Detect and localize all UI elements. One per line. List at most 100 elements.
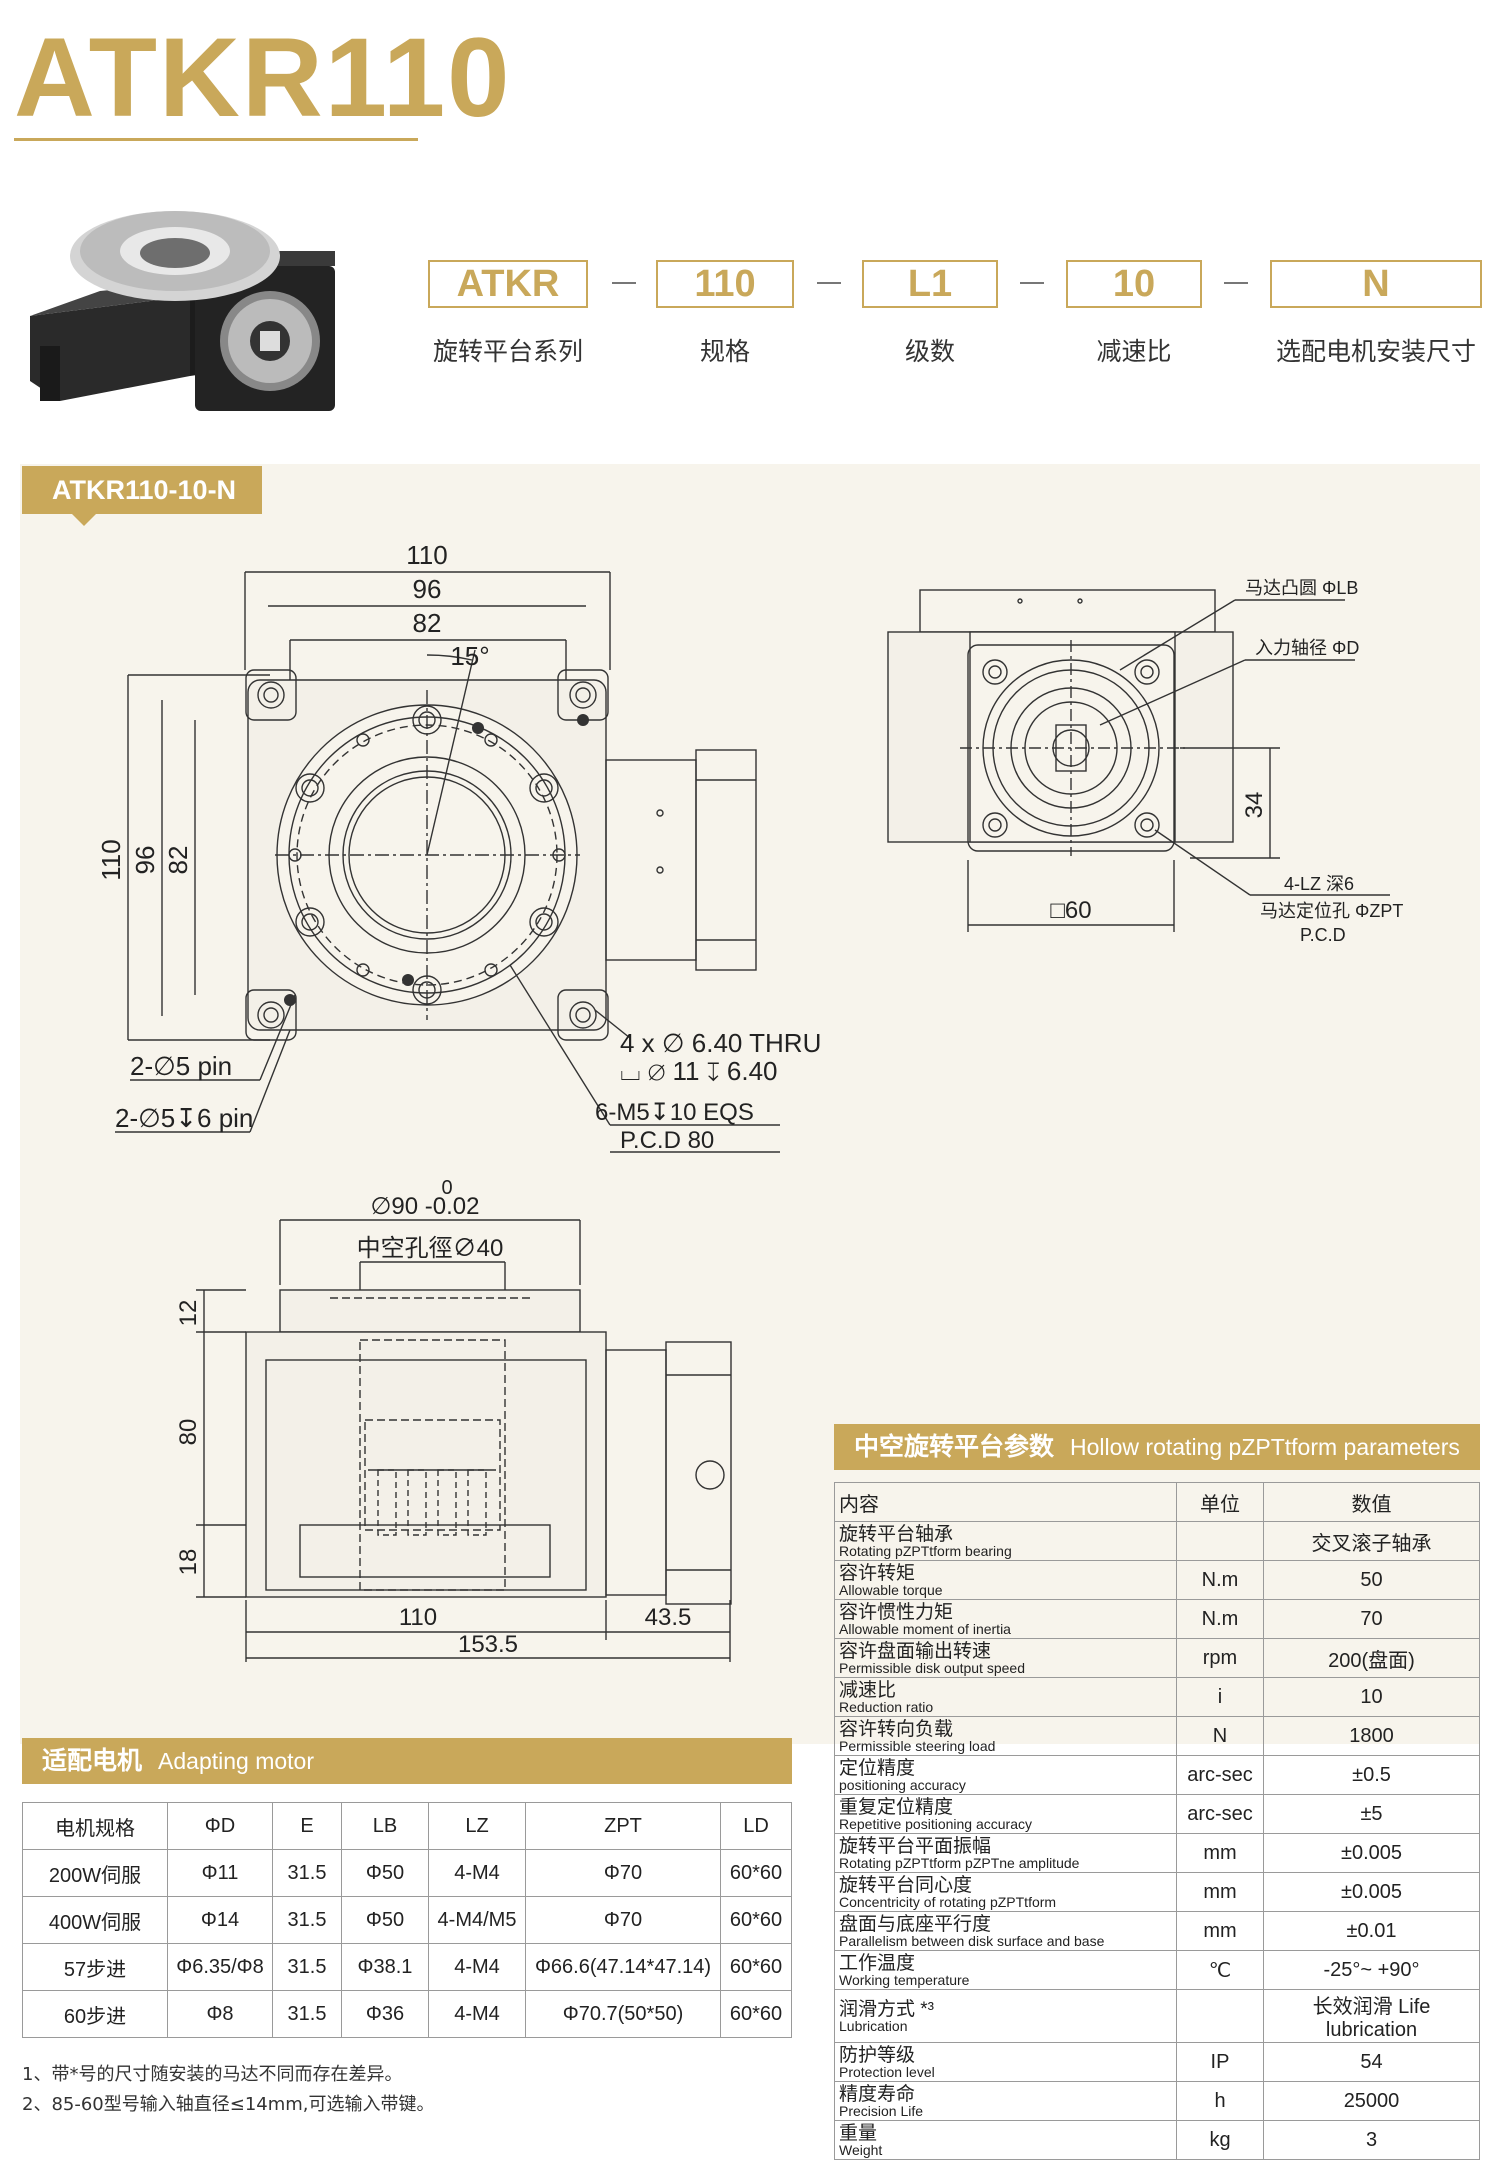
param-value: 长效润滑 Life lubrication xyxy=(1263,1989,1480,2043)
param-en: Allowable torque xyxy=(839,1581,943,1598)
motor-cell: Φ70 xyxy=(525,1896,721,1944)
param-cn: 工作温度 xyxy=(839,1952,916,1974)
code-box-size: 110 xyxy=(656,260,794,308)
dim-153: 153.5 xyxy=(458,1631,518,1658)
param-unit xyxy=(1176,1521,1264,1561)
drawing-tag-notch xyxy=(72,514,96,526)
dim-angle: 15° xyxy=(450,641,489,671)
param-en: Weight xyxy=(839,2141,883,2158)
param-unit: IP xyxy=(1176,2042,1264,2082)
footnote-1: 1、带*号的尺寸随安装的马达不同而存在差异。 xyxy=(22,2064,403,2085)
param-en: Allowable moment of inertia xyxy=(839,1620,1011,1637)
param-en: Precision Life xyxy=(839,2102,924,2119)
motor-cell: 31.5 xyxy=(272,1849,342,1897)
param-unit: h xyxy=(1176,2081,1264,2121)
motor-cell: Φ66.6(47.14*47.14) xyxy=(525,1943,721,1991)
dim-96: 96 xyxy=(413,574,442,604)
param-value: 200(盘面) xyxy=(1263,1638,1480,1678)
param-value: 1800 xyxy=(1263,1716,1480,1756)
params-title-en: Hollow rotating pZPTtform parameters xyxy=(1070,1434,1460,1460)
param-unit: i xyxy=(1176,1677,1264,1717)
param-value: 交叉滚子轴承 xyxy=(1263,1521,1480,1561)
motor-cell: Φ50 xyxy=(341,1896,429,1944)
code-dash xyxy=(817,282,841,284)
param-unit: arc-sec xyxy=(1176,1794,1264,1834)
motor-cell: Φ14 xyxy=(167,1896,273,1944)
motor-cell: 400W伺服 xyxy=(22,1896,168,1944)
code-label-stage: 级数 xyxy=(904,337,955,366)
param-cn: 润滑方式 *³ xyxy=(839,1998,935,2020)
param-cn: 定位精度 xyxy=(839,1757,916,1779)
param-value: ±0.5 xyxy=(1263,1755,1480,1795)
param-cn: 容许惯性力矩 xyxy=(839,1601,954,1623)
param-value: 54 xyxy=(1263,2042,1480,2082)
dim-v-110: 110 xyxy=(96,839,126,880)
param-en: Repetitive positioning accuracy xyxy=(839,1815,1032,1832)
footnote-2: 2、85-60型号输入轴直径≤14mm,可选输入带键。 xyxy=(22,2094,435,2115)
code-box-ratio: 10 xyxy=(1066,260,1202,308)
thread-note-2: P.C.D 80 xyxy=(620,1127,714,1154)
motor-cell: 31.5 xyxy=(272,1990,342,2038)
code-box-stage: L1 xyxy=(862,260,998,308)
dim-dia90: ∅90 -0.02 xyxy=(371,1193,480,1220)
param-value: ±0.005 xyxy=(1263,1872,1480,1912)
param-cn: 容许转矩 xyxy=(839,1562,916,1584)
param-cn: 旋转平台同心度 xyxy=(839,1874,973,1896)
dim-v-82: 82 xyxy=(163,846,193,875)
param-unit: N.m xyxy=(1176,1560,1264,1600)
param-unit: kg xyxy=(1176,2120,1264,2160)
motor-cell: 60*60 xyxy=(720,1943,792,1991)
param-value: ±0.005 xyxy=(1263,1833,1480,1873)
param-value: ±5 xyxy=(1263,1794,1480,1834)
motor-cell: Φ50 xyxy=(341,1849,429,1897)
param-unit: mm xyxy=(1176,1872,1264,1912)
param-en: Permissible disk output speed xyxy=(839,1659,1025,1676)
dim-82: 82 xyxy=(413,608,442,638)
top-view-drawing: 110 96 82 15° 110 96 82 2-∅5 pin 2-∅5↧6 … xyxy=(96,540,821,1154)
dim-v-96: 96 xyxy=(130,846,160,875)
param-en: Working temperature xyxy=(839,1971,970,1988)
dim-43: 43.5 xyxy=(645,1604,692,1631)
table-header-row: 内容 单位 数值 xyxy=(834,1482,1480,1522)
code-box-motor: N xyxy=(1270,260,1482,308)
pin-note-1: 2-∅5 pin xyxy=(130,1051,232,1081)
param-en: Permissible steering load xyxy=(839,1737,996,1754)
flange-view-drawing: 马达凸圆 ΦLB 入力轴径 ΦD 4-LZ 深6 马达定位孔 ΦZPT P.C.… xyxy=(887,578,1403,945)
param-value: 10 xyxy=(1263,1677,1480,1717)
param-unit: ℃ xyxy=(1176,1950,1264,1990)
param-value: -25°~ +90° xyxy=(1263,1950,1480,1990)
motor-cell: 60*60 xyxy=(720,1990,792,2038)
param-cn: 减速比 xyxy=(839,1679,897,1701)
lz-note-3: P.C.D xyxy=(1300,925,1346,945)
motor-header: 电机规格 xyxy=(22,1802,168,1850)
motor-cell: Φ11 xyxy=(167,1849,273,1897)
motor-cell: 60*60 xyxy=(720,1896,792,1944)
param-cn: 容许转向负载 xyxy=(839,1718,954,1740)
motor-title-cn: 适配电机 xyxy=(42,1746,143,1775)
param-unit: N xyxy=(1176,1716,1264,1756)
param-cn: 重量 xyxy=(839,2122,878,2144)
pin-note-2: 2-∅5↧6 pin xyxy=(115,1103,253,1133)
params-header-value: 数值 xyxy=(1263,1482,1480,1522)
code-dash xyxy=(1020,282,1044,284)
param-cn: 精度寿命 xyxy=(839,2083,916,2105)
motor-header: LD xyxy=(720,1802,792,1850)
motor-title-en: Adapting motor xyxy=(158,1748,314,1774)
thread-note-1: 6-M5↧10 EQS xyxy=(595,1099,754,1126)
param-unit xyxy=(1176,1989,1264,2043)
motor-cell: 4-M4 xyxy=(428,1990,526,2038)
hole-note-1: 4 x ∅ 6.40 THRU xyxy=(620,1028,821,1058)
motor-header: E xyxy=(272,1802,342,1850)
